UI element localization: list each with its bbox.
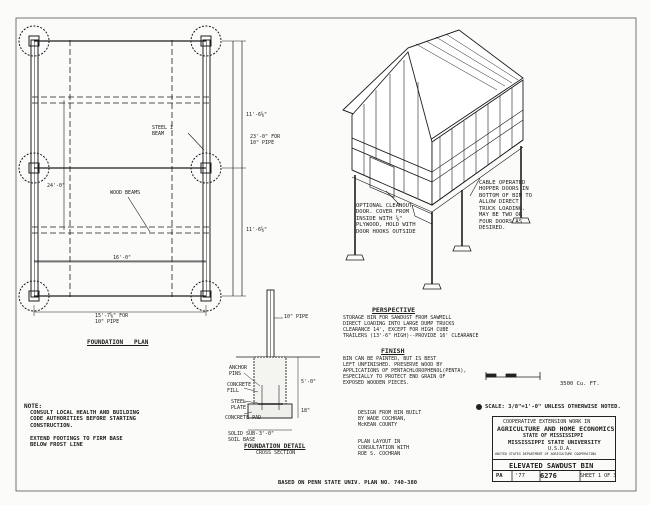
dim-bottom: 11'-6⅝" bbox=[246, 227, 268, 233]
hopper-doors-callout: CABLE OPERATED HOPPER DOORS IN BOTTOM OF… bbox=[479, 180, 532, 232]
tb-line1: COOPERATIVE EXTENSION WORK IN bbox=[503, 419, 591, 425]
layout-credit: PLAN LAYOUT IN CONSULTATION WITH ROE S. … bbox=[358, 439, 410, 457]
dim-depth: 16'-0" bbox=[113, 255, 132, 261]
detail-depth-dim: 5'-0" bbox=[301, 379, 317, 385]
finish-title: FINISH bbox=[381, 347, 405, 355]
scale-bar bbox=[485, 372, 541, 380]
dim-base: 15'-7⅝" FOR 10" PIPE bbox=[95, 313, 129, 325]
tb-number: 6276 bbox=[540, 472, 557, 480]
perspective-drawing bbox=[342, 29, 531, 290]
tb-pa: PA bbox=[496, 473, 503, 479]
subsoil-label: SOLID SUB- SOIL BASE bbox=[228, 431, 259, 443]
pipe-label: 10" PIPE bbox=[284, 314, 309, 320]
cleanout-door-callout: OPTIONAL CLEANOUT DOOR. COVER FROM INSID… bbox=[356, 203, 416, 235]
foundation-detail-drawing bbox=[236, 289, 320, 431]
wood-beams-label: WOOD BEAMS bbox=[110, 190, 141, 196]
capacity-label: 3500 Cu. FT. bbox=[560, 381, 600, 387]
steel-plate-label: STEEL PLATE bbox=[231, 399, 247, 411]
perspective-text: STORAGE BIN FOR SAWDUST FROM SAWMILL DIR… bbox=[343, 315, 479, 339]
tb-sheet: SHEET 1 OF 3 bbox=[580, 473, 617, 479]
detail-pad-dim: 18" bbox=[301, 408, 311, 414]
tb-line5: U.S.D.A. bbox=[548, 446, 573, 452]
foundation-plan-title: FOUNDATION PLAN bbox=[87, 339, 149, 346]
based-on-note: BASED ON PENN STATE UNIV. PLAN NO. 740-3… bbox=[278, 480, 418, 486]
steel-beam-label: STEEL I BEAM bbox=[152, 125, 174, 137]
sheet-border bbox=[15, 17, 637, 492]
finish-text: BIN CAN BE PAINTED, BUT IS BEST LEFT UNF… bbox=[343, 356, 467, 386]
anchor-pins-label: ANCHOR PINS bbox=[229, 365, 248, 377]
scale-dot bbox=[476, 404, 482, 410]
tb-small: UNITED STATES DEPARTMENT OF AGRICULTURE … bbox=[495, 452, 597, 456]
drawing-title: ELEVATED SAWDUST BIN bbox=[509, 462, 594, 470]
dim-top: 11'-6⅝" bbox=[246, 112, 268, 118]
title-block-number: PA '77 6276 SHEET 1 OF 3 bbox=[492, 470, 616, 482]
tb-line3: STATE OF MISSISSIPPI bbox=[523, 433, 584, 439]
foundation-detail-title: FOUNDATION DETAIL bbox=[244, 443, 306, 450]
note-text: CONSULT LOCAL HEALTH AND BUILDING CODE A… bbox=[30, 410, 140, 449]
title-block-header: COOPERATIVE EXTENSION WORK IN AGRICULTUR… bbox=[492, 416, 616, 460]
concrete-pad-label: CONCRETE PAD bbox=[225, 415, 262, 421]
foundation-plan-drawing bbox=[18, 25, 246, 316]
perspective-title: PERSPECTIVE bbox=[372, 306, 416, 314]
dim-overall: 23'-0" FOR 10" PIPE bbox=[250, 134, 281, 146]
note-title: NOTE: bbox=[24, 403, 43, 410]
scale-note: SCALE: 3/8"=1'-0" UNLESS OTHERWISE NOTED… bbox=[485, 404, 621, 410]
foundation-detail-subtitle: CROSS SECTION bbox=[256, 450, 296, 456]
tb-line2: AGRICULTURE AND HOME ECONOMICS bbox=[497, 425, 615, 433]
tb-line4: MISSISSIPPI STATE UNIVERSITY bbox=[508, 440, 601, 446]
dim-width: 24'-0" bbox=[47, 183, 66, 189]
concrete-fill-label: CONCRETE FILL bbox=[227, 382, 252, 394]
design-credit: DESIGN FROM BIN BUILT BY WADE COCHRAN, M… bbox=[358, 410, 422, 428]
detail-width-dim: 3'-0" bbox=[259, 431, 275, 437]
tb-year: '77 bbox=[515, 473, 525, 479]
